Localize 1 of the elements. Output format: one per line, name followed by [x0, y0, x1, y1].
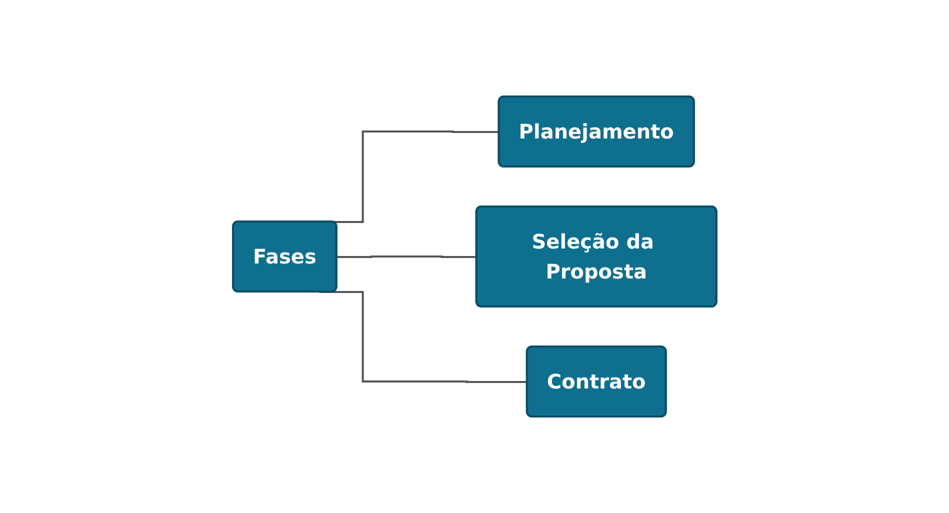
connector	[336, 256, 477, 258]
